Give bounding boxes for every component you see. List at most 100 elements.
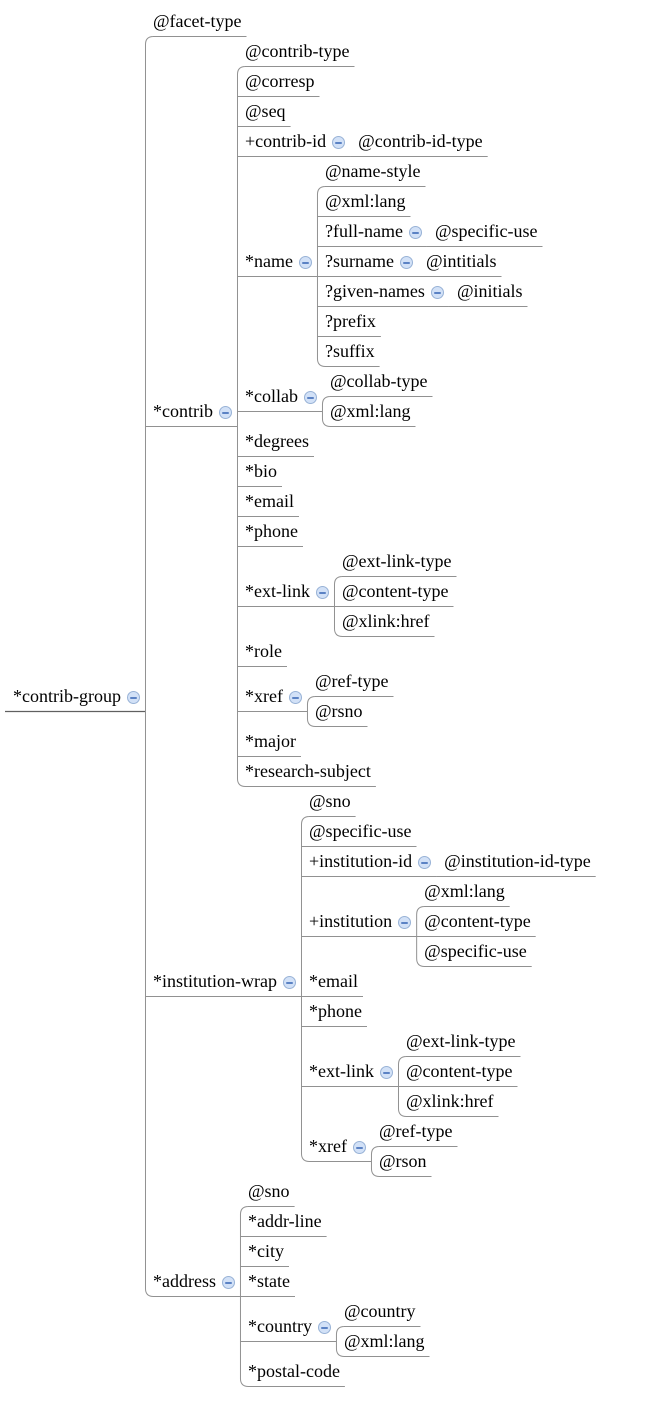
tree-node-email[interactable]: *email bbox=[237, 488, 299, 517]
tree-node-contrib-type[interactable]: @contrib-type bbox=[237, 38, 355, 67]
tree-node-contrib[interactable]: *contrib bbox=[145, 398, 237, 427]
collapse-icon[interactable] bbox=[282, 976, 296, 989]
tree-node-major[interactable]: *major bbox=[237, 728, 301, 757]
node-label: @intitials bbox=[425, 251, 497, 271]
collapse-icon[interactable] bbox=[126, 691, 140, 704]
tree-node-seq[interactable]: @seq bbox=[237, 98, 291, 127]
collapse-icon[interactable] bbox=[288, 691, 302, 704]
subtree: *contrib-group @facet-type *contrib @contri… bbox=[5, 8, 666, 1387]
tree-node-ext-link-type[interactable]: @ext-link-type bbox=[398, 1028, 521, 1057]
tree-node-sno[interactable]: @sno bbox=[301, 788, 356, 817]
tree-node-facet-type[interactable]: @facet-type bbox=[145, 8, 247, 37]
children-group: @intitials bbox=[418, 248, 502, 277]
tree-node-phone[interactable]: *phone bbox=[301, 998, 367, 1027]
subtree: *xref@ref-type @rsno bbox=[237, 668, 543, 727]
tree-node-state[interactable]: *state bbox=[240, 1268, 295, 1297]
subtree: @contrib-type bbox=[237, 38, 543, 67]
subtree: @content-type bbox=[398, 1058, 521, 1087]
node-label: @xml:lang bbox=[343, 1331, 425, 1351]
tree-node-specific-use[interactable]: @specific-use bbox=[301, 818, 417, 847]
tree-node-collab[interactable]: *collab bbox=[237, 383, 322, 412]
tree-node-full-name[interactable]: ?full-name bbox=[317, 218, 427, 247]
tree-node-contrib-id-type[interactable]: @contrib-id-type bbox=[350, 128, 488, 157]
collapse-icon[interactable] bbox=[298, 256, 312, 269]
collapse-icon[interactable] bbox=[430, 286, 444, 299]
tree-node-country[interactable]: *country bbox=[240, 1313, 336, 1342]
tree-node-rson[interactable]: @rson bbox=[371, 1148, 432, 1177]
subtree: @xml:lang bbox=[317, 188, 543, 217]
tree-node-xml-lang[interactable]: @xml:lang bbox=[317, 188, 411, 217]
collapse-icon[interactable] bbox=[218, 406, 232, 419]
tree-node-xref[interactable]: *xref bbox=[301, 1133, 371, 1162]
node-label: @rsno bbox=[314, 701, 363, 721]
tree-node-city[interactable]: *city bbox=[240, 1238, 289, 1267]
tree-node-ext-link[interactable]: *ext-link bbox=[237, 578, 334, 607]
subtree: *country@country @xml:lang bbox=[240, 1298, 430, 1357]
tree-node-initials[interactable]: @initials bbox=[449, 278, 528, 307]
tree-node-ext-link[interactable]: *ext-link bbox=[301, 1058, 398, 1087]
tree-node-institution-id-type[interactable]: @institution-id-type bbox=[436, 848, 596, 877]
tree-node-role[interactable]: *role bbox=[237, 638, 287, 667]
tree-node-ref-type[interactable]: @ref-type bbox=[307, 668, 394, 697]
tree-node-suffix[interactable]: ?suffix bbox=[317, 338, 380, 367]
collapse-icon[interactable] bbox=[379, 1066, 393, 1079]
tree-node-xlink-href[interactable]: @xlink:href bbox=[334, 608, 435, 637]
collapse-icon[interactable] bbox=[418, 856, 432, 869]
tree-node-phone[interactable]: *phone bbox=[237, 518, 303, 547]
collapse-icon[interactable] bbox=[303, 391, 317, 404]
tree-node-email[interactable]: *email bbox=[301, 968, 363, 997]
tree-node-name[interactable]: *name bbox=[237, 248, 317, 277]
subtree: @xml:lang bbox=[416, 878, 536, 907]
tree-node-contrib-id[interactable]: +contrib-id bbox=[237, 128, 350, 157]
tree-node-specific-use[interactable]: @specific-use bbox=[427, 218, 543, 247]
tree-node-intitials[interactable]: @intitials bbox=[418, 248, 502, 277]
node-label: @specific-use bbox=[308, 821, 412, 841]
tree-node-content-type[interactable]: @content-type bbox=[398, 1058, 518, 1087]
tree-node-prefix[interactable]: ?prefix bbox=[317, 308, 381, 337]
subtree: @rsno bbox=[307, 698, 394, 727]
tree-node-contrib-group[interactable]: *contrib-group bbox=[5, 683, 145, 712]
collapse-icon[interactable] bbox=[332, 136, 346, 149]
tree-node-collab-type[interactable]: @collab-type bbox=[322, 368, 433, 397]
tree-node-xml-lang[interactable]: @xml:lang bbox=[322, 398, 416, 427]
node-label: *address bbox=[152, 1271, 216, 1291]
tree-node-xlink-href[interactable]: @xlink:href bbox=[398, 1088, 499, 1117]
tree-node-surname[interactable]: ?surname bbox=[317, 248, 418, 277]
collapse-icon[interactable] bbox=[408, 226, 422, 239]
tree-node-addr-line[interactable]: *addr-line bbox=[240, 1208, 327, 1237]
collapse-icon[interactable] bbox=[399, 256, 413, 269]
tree-node-ref-type[interactable]: @ref-type bbox=[371, 1118, 458, 1147]
tree-node-research-subject[interactable]: *research-subject bbox=[237, 758, 376, 787]
tree-node-ext-link-type[interactable]: @ext-link-type bbox=[334, 548, 457, 577]
tree-node-sno[interactable]: @sno bbox=[240, 1178, 295, 1207]
node-label: +institution bbox=[308, 911, 393, 931]
tree-node-specific-use[interactable]: @specific-use bbox=[416, 938, 532, 967]
tree-node-corresp[interactable]: @corresp bbox=[237, 68, 320, 97]
tree-node-xref[interactable]: *xref bbox=[237, 683, 307, 712]
collapse-icon[interactable] bbox=[398, 916, 412, 929]
node-label: +contrib-id bbox=[244, 131, 327, 151]
tree-node-xml-lang[interactable]: @xml:lang bbox=[416, 878, 510, 907]
subtree: *city bbox=[240, 1238, 430, 1267]
collapse-icon[interactable] bbox=[317, 1321, 331, 1334]
tree-node-institution-id[interactable]: +institution-id bbox=[301, 848, 436, 877]
tree-node-degrees[interactable]: *degrees bbox=[237, 428, 314, 457]
tree-node-address[interactable]: *address bbox=[145, 1268, 240, 1297]
tree-node-institution[interactable]: +institution bbox=[301, 908, 416, 937]
subtree: @sno bbox=[240, 1178, 430, 1207]
collapse-icon[interactable] bbox=[352, 1141, 366, 1154]
tree-node-country[interactable]: @country bbox=[336, 1298, 421, 1327]
tree-node-name-style[interactable]: @name-style bbox=[317, 158, 426, 187]
tree-node-rsno[interactable]: @rsno bbox=[307, 698, 368, 727]
tree-node-content-type[interactable]: @content-type bbox=[334, 578, 454, 607]
subtree: @specific-use bbox=[301, 818, 596, 847]
tree-node-given-names[interactable]: ?given-names bbox=[317, 278, 449, 307]
tree-node-content-type[interactable]: @content-type bbox=[416, 908, 536, 937]
tree-node-postal-code[interactable]: *postal-code bbox=[240, 1358, 345, 1387]
collapse-icon[interactable] bbox=[315, 586, 329, 599]
tree-node-xml-lang[interactable]: @xml:lang bbox=[336, 1328, 430, 1357]
tree-node-institution-wrap[interactable]: *institution-wrap bbox=[145, 968, 301, 997]
node-label: @facet-type bbox=[152, 11, 242, 31]
collapse-icon[interactable] bbox=[221, 1276, 235, 1289]
tree-node-bio[interactable]: *bio bbox=[237, 458, 282, 487]
